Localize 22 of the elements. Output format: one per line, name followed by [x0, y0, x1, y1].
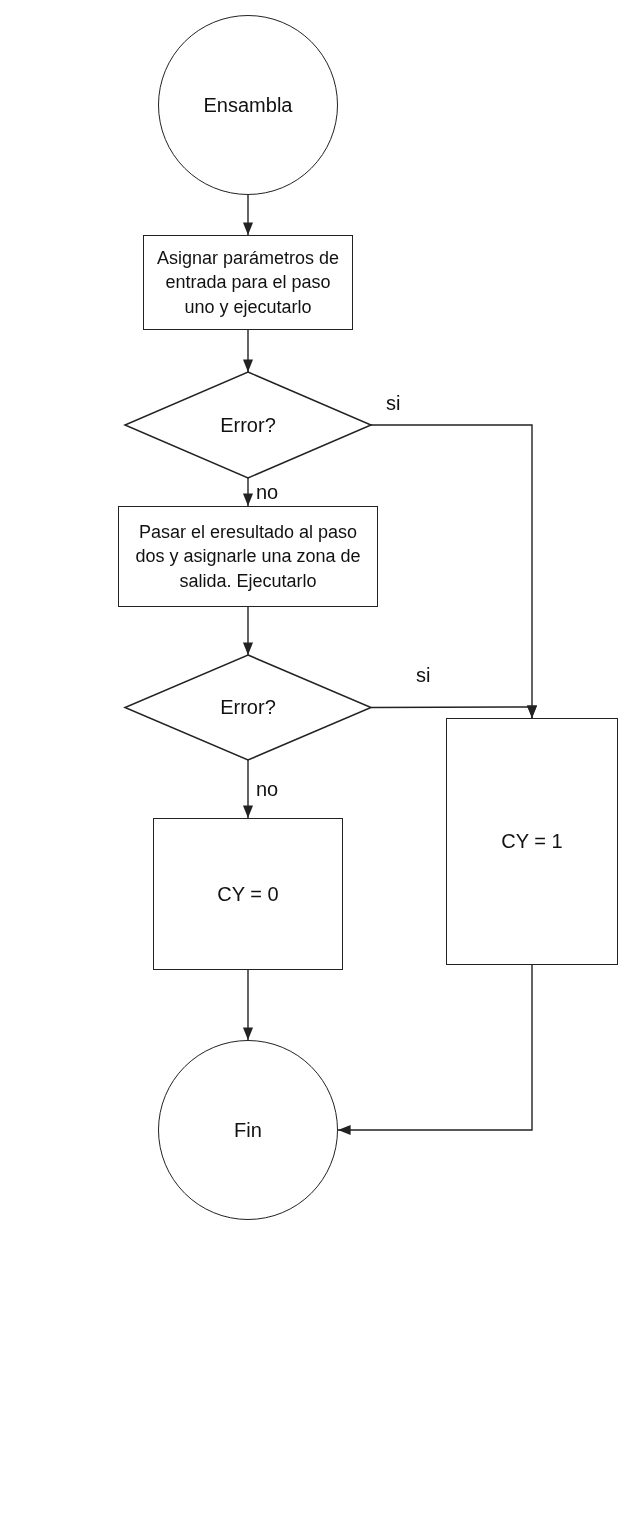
node-text: CY = 0 — [217, 881, 279, 907]
arrow — [242, 969, 254, 1041]
node-text: Error? — [220, 695, 276, 720]
node-text: Error? — [220, 412, 276, 438]
arrow — [242, 477, 254, 507]
decision-diamond — [125, 655, 371, 760]
arrow — [242, 329, 254, 373]
decision-diamond — [125, 372, 371, 478]
node-text: Pasar el eresultado al paso dos y asignarle una zona de salida. Ejecutarlo — [134, 521, 362, 593]
arrow — [337, 964, 533, 1136]
node-text: Ensambla — [203, 92, 293, 118]
process-box — [143, 235, 353, 330]
process-box — [153, 818, 343, 970]
node-text: Fin — [234, 1117, 262, 1143]
arrow — [370, 705, 538, 719]
process-box — [118, 506, 378, 607]
arrow — [242, 759, 254, 819]
node-text: Asignar parámetros de entrada para el paso uno y ejecutarlo — [155, 247, 341, 319]
process-box — [446, 718, 618, 965]
node-text: CY = 1 — [501, 829, 563, 854]
arrow — [242, 194, 254, 236]
arrow — [242, 606, 254, 656]
